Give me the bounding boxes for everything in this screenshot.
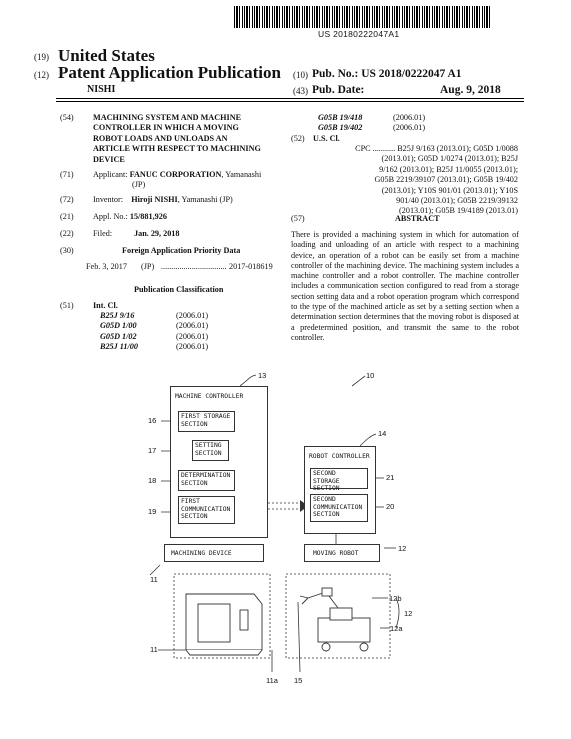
inventor: Inventor: Hiroji NISHI, Yamanashi (JP) (93, 195, 233, 205)
inventor-label: Inventor: (93, 195, 124, 204)
ref-19: 19 (148, 507, 157, 516)
priority-date: Feb. 3, 2017 (86, 262, 127, 271)
pub-date: Aug. 9, 2018 (440, 84, 501, 96)
ref-13: 13 (258, 371, 267, 380)
tag-21: (21) (60, 212, 74, 221)
barcode-number: US 20180222047A1 (318, 29, 400, 39)
intcl-row: B25J 9/16(2006.01) (100, 311, 209, 320)
priority-country: (JP) (141, 262, 155, 271)
ref-15: 15 (294, 676, 303, 685)
inventor-location: , Yamanashi (JP) (177, 195, 233, 204)
applicant: Applicant: FANUC CORPORATION, Yamanashi … (93, 170, 293, 191)
cpc-line: 9/162 (2013.01); B25J 11/0055 (2013.01); (379, 164, 518, 174)
title-line: MACHINING SYSTEM AND MACHINE (93, 113, 242, 122)
pub-number: Pub. No.: US 2018/0222047 A1 (312, 68, 462, 80)
ref-11-device: 11 (150, 645, 158, 654)
abstract-text: There is provided a machining system in … (291, 230, 519, 342)
moving-robot-box: MOVING ROBOT (304, 544, 380, 562)
ref-12a: 12a (390, 624, 403, 633)
tag-12: (12) (34, 70, 49, 80)
application-number: Appl. No.: 15/881,926 (93, 212, 167, 222)
ref-20: 20 (386, 502, 395, 511)
intcl-row: B25J 11/00(2006.01) (100, 342, 209, 352)
tag-57: (57) (291, 214, 305, 223)
cpc-line: (2013.01); G05D 1/0274 (2013.01); B25J (381, 154, 518, 164)
ref-16: 16 (148, 416, 157, 425)
intcl-row: G05B 19/418(2006.01) (318, 113, 426, 122)
cpc-block: CPC ........... B25J 9/163 (2013.01); G0… (318, 144, 518, 217)
priority-heading: Foreign Application Priority Data (122, 246, 241, 255)
inventor-short: NISHI (87, 84, 116, 95)
tag-19: (19) (34, 52, 49, 62)
intcl-row: G05D 1/00(2006.01) (100, 321, 209, 331)
applicant-name: FANUC CORPORATION (129, 170, 222, 179)
barcode (234, 6, 492, 28)
pub-date-label: Pub. Date: (312, 84, 365, 96)
filed-label: Filed: (93, 229, 113, 238)
header-rule-thin (56, 101, 524, 102)
title-line: DEVICE (93, 154, 125, 164)
abstract-heading: ABSTRACT (395, 214, 440, 223)
ref-18: 18 (148, 476, 157, 485)
intcl-list: B25J 9/16(2006.01) G05D 1/00(2006.01) G0… (100, 311, 208, 353)
applicant-location: , Yamanashi (221, 170, 262, 179)
ref-12-robot: 12 (404, 609, 413, 618)
appl-no: 15/881,926 (129, 212, 167, 221)
header-rule (56, 98, 524, 99)
tag-43: (43) (293, 86, 308, 96)
intcl-continued: G05B 19/418(2006.01) G05B 19/402(2006.01… (318, 113, 425, 134)
title-line: CONTROLLER IN WHICH A MOVING (93, 123, 239, 133)
cpc-line: (2013.01); Y10S 901/01 (2013.01); Y10S (381, 185, 518, 195)
tag-30: (30) (60, 246, 74, 255)
priority-dots: ................................ (161, 262, 227, 271)
cpc-line: 901/40 (2013.01); G05B 2219/39132 (396, 196, 518, 206)
ref-17: 17 (148, 446, 157, 455)
appl-label: Appl. No.: (93, 212, 128, 221)
country: United States (58, 46, 155, 65)
ref-12: 12 (398, 544, 407, 553)
title-line: ROBOT LOADS AND UNLOADS AN (93, 133, 228, 143)
ref-11: 11 (150, 575, 158, 584)
tag-22: (22) (60, 229, 74, 238)
inventor-name: Hiroji NISHI (131, 195, 178, 204)
tag-72: (72) (60, 195, 74, 204)
applicant-label: Applicant: (93, 170, 128, 179)
intcl-row: G05B 19/402(2006.01) (318, 123, 426, 133)
ref-21: 21 (386, 473, 395, 482)
ref-10: 10 (366, 371, 375, 380)
tag-54: (54) (60, 113, 74, 122)
priority-number: 2017-018619 (229, 262, 273, 271)
document-type: Patent Application Publication (58, 63, 281, 82)
intcl-row: G05D 1/02(2006.01) (100, 331, 209, 341)
title-line: ARTICLE WITH RESPECT TO MACHINING (93, 144, 261, 154)
uscl-label: U.S. Cl. (313, 134, 340, 143)
machine-controller-label: MACHINE CONTROLLER (175, 393, 244, 400)
applicant-country: (JP) (132, 180, 146, 190)
title-block: MACHINING SYSTEM AND MACHINE CONTROLLER … (93, 113, 293, 165)
machining-device-box: MACHINING DEVICE (164, 544, 264, 562)
tag-71: (71) (60, 170, 74, 179)
tag-51: (51) (60, 301, 74, 310)
filed-date: Jan. 29, 2018 (134, 229, 180, 238)
tag-52: (52) (291, 134, 305, 143)
ref-14: 14 (378, 429, 387, 438)
ref-12b: 12b (389, 594, 402, 603)
robot-controller-label: ROBOT CONTROLLER (309, 453, 370, 460)
intcl-label: Int. Cl. (93, 301, 118, 310)
ref-11a: 11a (266, 676, 278, 685)
cpc-line: G05B 2219/39107 (2013.01); G05B 19/402 (374, 175, 518, 185)
cpc-line: CPC ........... B25J 9/163 (2013.01); G0… (355, 144, 518, 153)
cpc-line: (2013.01); G05B 19/4189 (2013.01) (399, 206, 518, 216)
tag-10: (10) (293, 70, 308, 80)
publication-classification-heading: Publication Classification (134, 285, 224, 294)
